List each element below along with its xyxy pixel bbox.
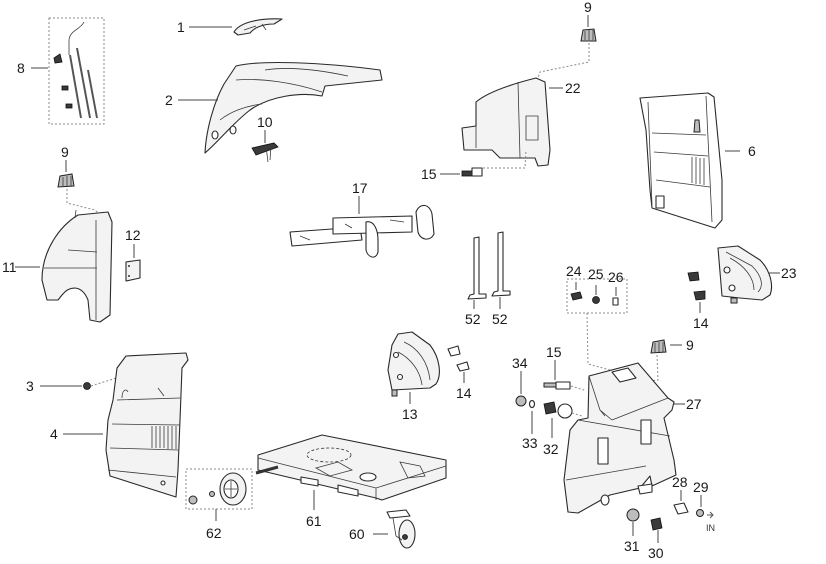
callout-2: 2: [165, 92, 173, 108]
callout-15-lower: 15: [546, 344, 562, 360]
callout-34: 34: [512, 355, 528, 371]
callout-9-right: 9: [686, 337, 694, 353]
callout-15-upper: 15: [421, 166, 437, 182]
callout-17: 17: [352, 180, 368, 196]
part-33-o-ring: [528, 399, 536, 409]
callout-9-top: 9: [584, 0, 592, 15]
callout-4: 4: [50, 426, 58, 442]
part-29-filter: [696, 509, 704, 517]
part-6-side-frame: [639, 92, 723, 229]
callout-10: 10: [257, 114, 273, 130]
part-3-screw: [83, 382, 91, 390]
part-14-clip-right: [687, 271, 706, 301]
part-2-handle-shell: [204, 61, 383, 154]
part-62-wheel-kit: [185, 468, 253, 510]
part-31-cap: [626, 508, 640, 522]
callout-11: 11: [2, 259, 17, 275]
part-10-latch: [251, 142, 279, 163]
callout-13: 13: [402, 406, 418, 422]
part-24-25-26-kit: [566, 278, 628, 314]
part-8-rod-kit: [48, 17, 105, 125]
callout-30: 30: [648, 545, 664, 561]
callout-22: 22: [565, 80, 581, 96]
part-22-rear-panel: [461, 77, 551, 167]
inlet-label: IN: [706, 523, 715, 533]
callout-3: 3: [26, 378, 34, 394]
part-61-base-plate: [255, 434, 447, 501]
callout-12: 12: [125, 227, 141, 243]
callout-62: 62: [206, 525, 222, 541]
callout-14-left: 14: [456, 385, 472, 401]
part-34-nut: [515, 395, 527, 407]
part-52-bracket-a: [467, 236, 487, 300]
part-28-inlet-fitting: [673, 502, 689, 515]
callout-29: 29: [693, 479, 709, 495]
callout-23: 23: [781, 265, 797, 281]
callout-26: 26: [608, 269, 624, 285]
part-15-valve-upper: [461, 167, 483, 177]
callout-28: 28: [672, 474, 688, 490]
part-30-outlet-fitting: [650, 517, 663, 531]
callout-1: 1: [177, 19, 185, 35]
callout-52-a: 52: [465, 311, 481, 327]
callout-25: 25: [588, 266, 604, 282]
callout-32: 32: [543, 441, 559, 457]
callout-60: 60: [349, 526, 365, 542]
part-12-bracket: [125, 259, 141, 282]
callout-27: 27: [686, 396, 702, 412]
part-27-pump-housing: [563, 362, 677, 514]
part-15-valve-lower: [543, 381, 571, 390]
part-14-clip-left: [447, 345, 470, 372]
part-17-frame: [289, 204, 435, 258]
part-4-front-panel: [105, 352, 189, 498]
callout-9-left: 9: [61, 144, 69, 160]
callout-31: 31: [624, 538, 640, 554]
callout-33: 33: [522, 435, 538, 451]
callout-24: 24: [566, 263, 582, 279]
callout-8: 8: [17, 60, 25, 76]
part-60-caster: [386, 509, 416, 549]
callout-6: 6: [748, 143, 756, 159]
callout-61: 61: [306, 513, 322, 529]
part-9-knob-top: [580, 28, 597, 42]
part-9-knob-left: [57, 173, 75, 188]
callout-52-b: 52: [492, 311, 508, 327]
part-13-handle-bracket: [387, 331, 440, 397]
part-52-bracket-b: [491, 231, 511, 297]
part-9-knob-right: [650, 339, 667, 354]
callout-14-right: 14: [693, 315, 709, 331]
part-32-fitting: [543, 401, 573, 419]
part-23-handle-bracket: [717, 245, 773, 304]
part-1-handle-grip: [233, 18, 283, 36]
inlet-arrow-icon: [707, 511, 714, 519]
part-11-left-shroud: [41, 209, 113, 323]
